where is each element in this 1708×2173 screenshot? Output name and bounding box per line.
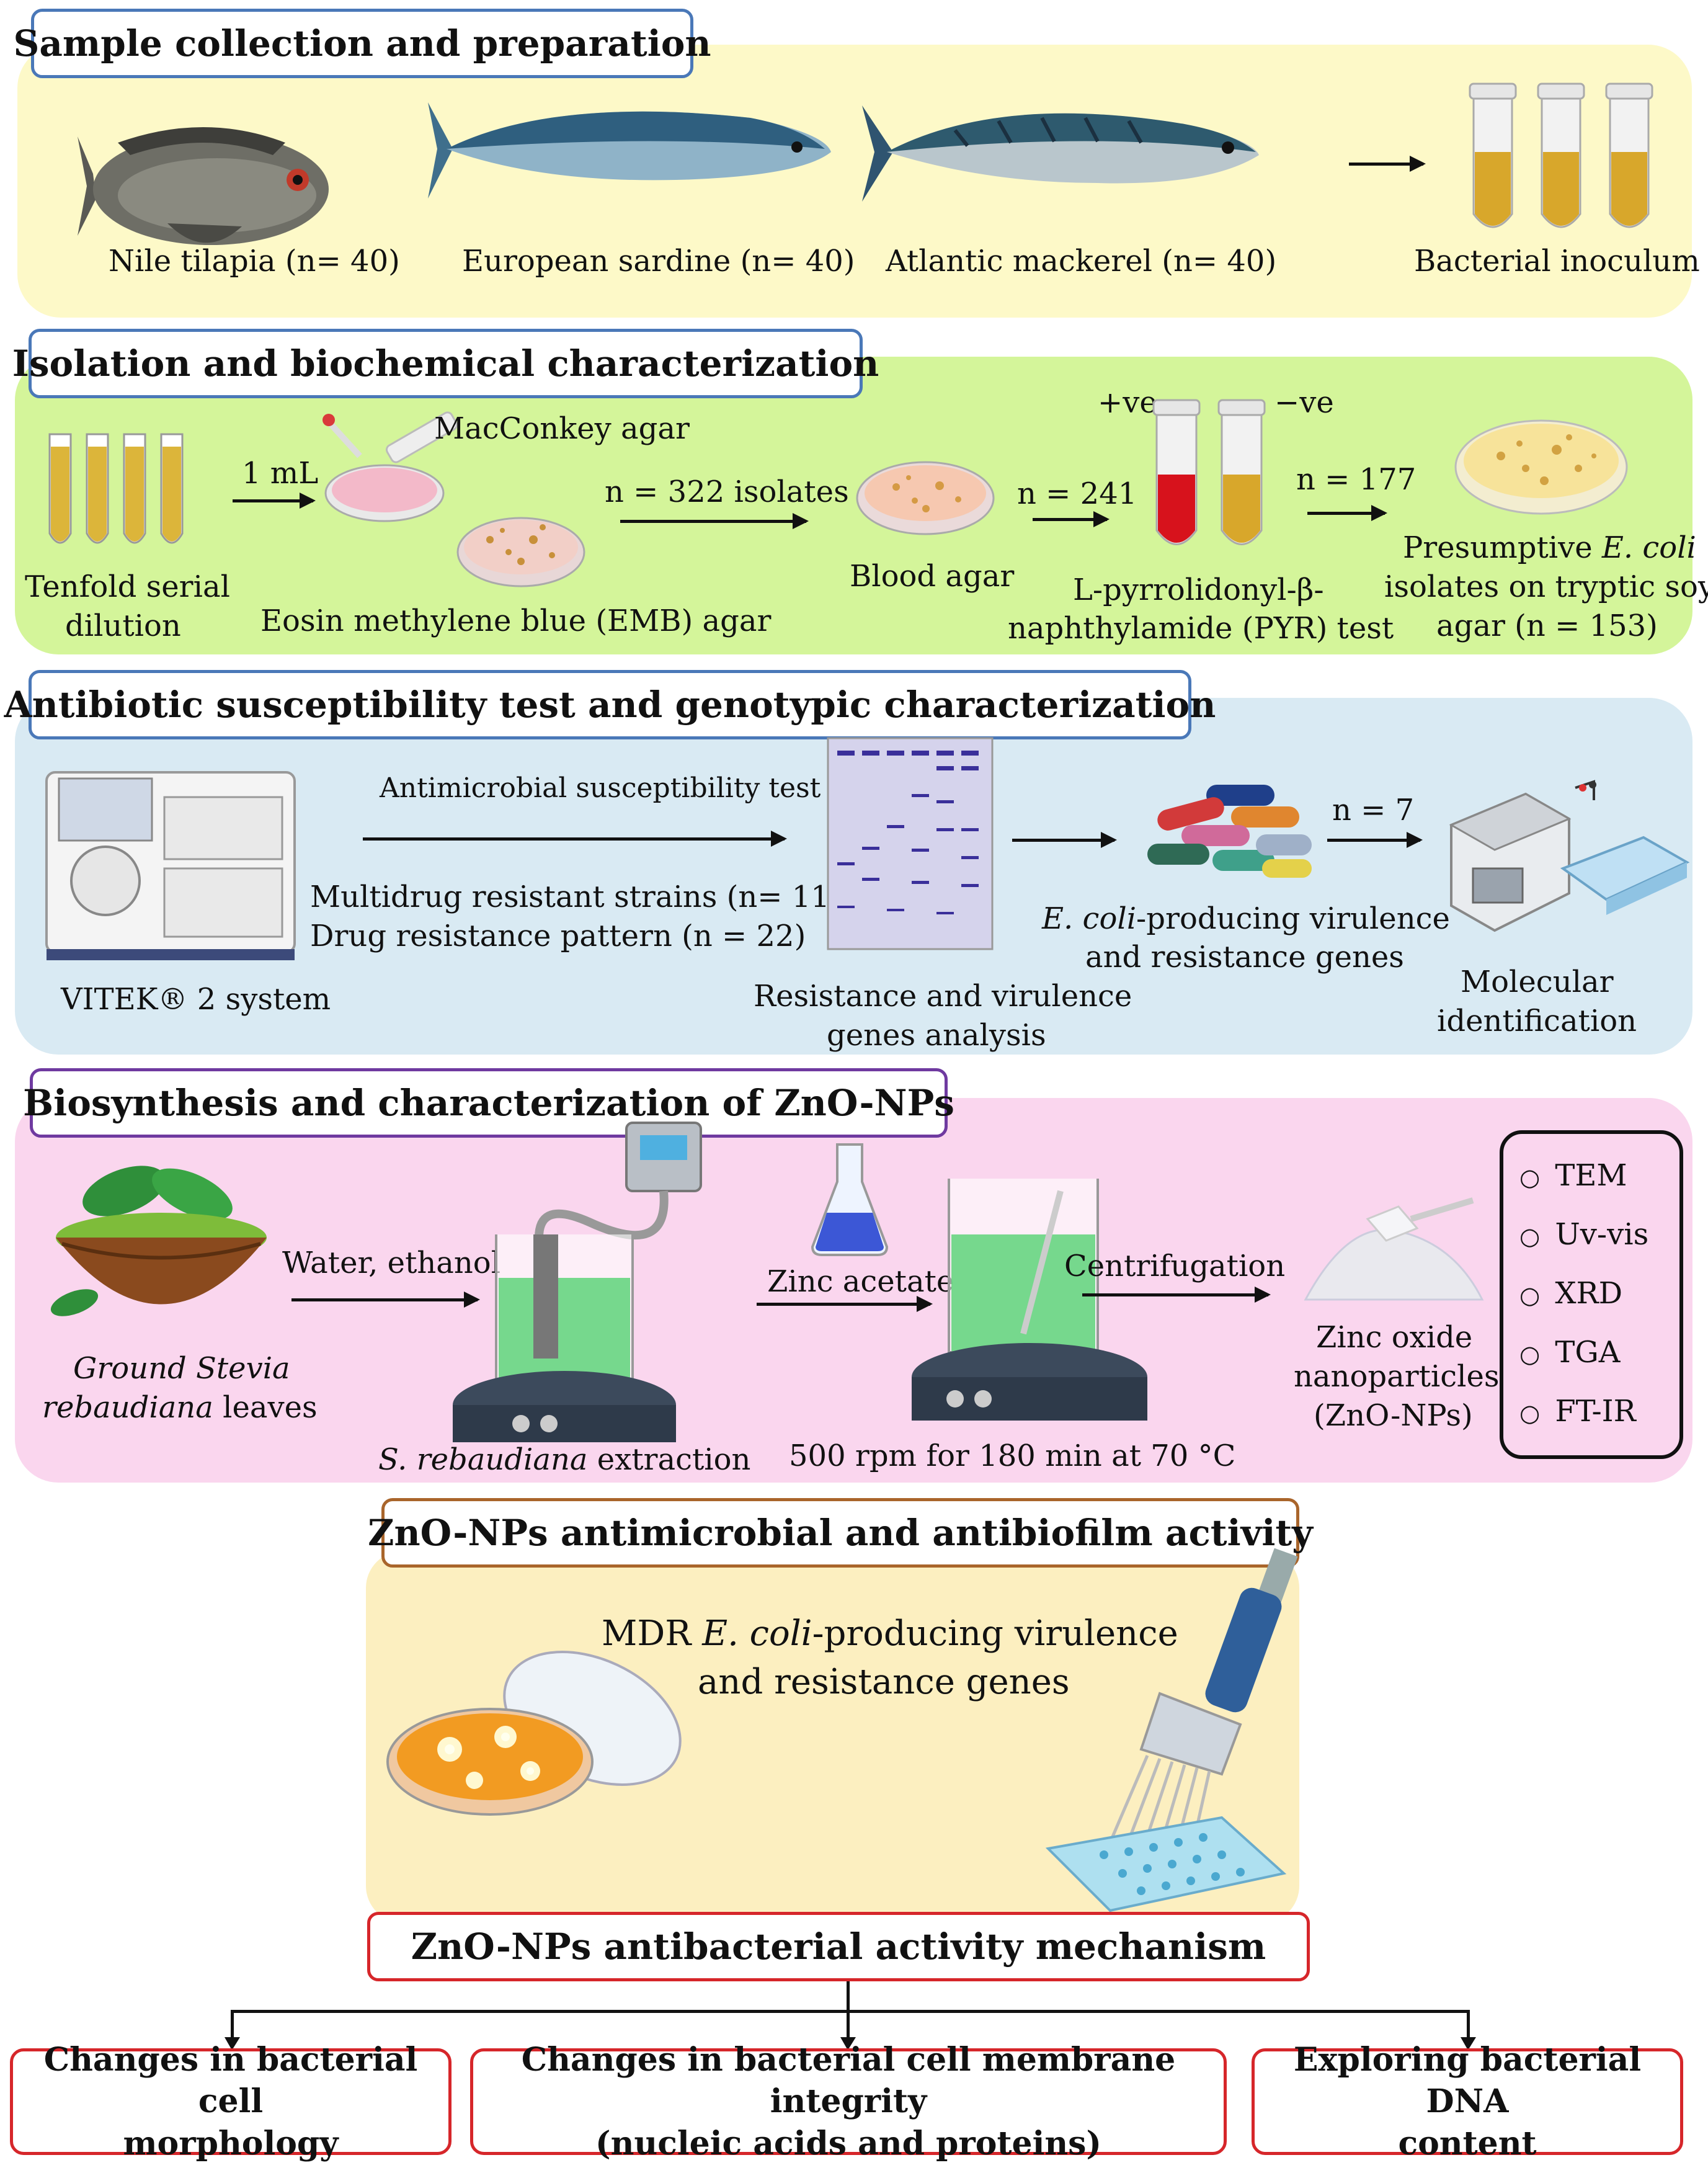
method-tem: ○ TEM <box>1519 1158 1627 1193</box>
arrow-to-presumptive <box>1307 505 1387 521</box>
label-macconkey: MacConkey agar <box>434 411 690 446</box>
petri-dish-icon <box>456 517 585 587</box>
section-title-isolation: Isolation and biochemical characterizati… <box>12 329 879 398</box>
section-title-antibiotic: Antibiotic susceptibility test and genot… <box>4 670 1216 739</box>
petri-dish-icon <box>322 411 458 522</box>
arrow-to-zno <box>1082 1287 1271 1303</box>
label-presumptive-3: agar (n = 153) <box>1436 609 1658 643</box>
label-blood-agar: Blood agar <box>850 559 1015 594</box>
powder-icon <box>1304 1197 1484 1301</box>
tree-connector-mid <box>847 2010 850 2041</box>
label-presumptive-2: isolates on tryptic soy <box>1384 569 1708 604</box>
arrow-to-bacteria <box>1012 832 1117 848</box>
label-n7: n = 7 <box>1332 793 1415 828</box>
label-neg: −ve <box>1274 385 1334 420</box>
tree-connector-left <box>231 2010 234 2041</box>
label-n322: n = 322 isolates <box>605 475 849 509</box>
label-ecoli-genes-1: E. coli-producing virulence <box>1042 901 1450 936</box>
label-zno-3: (ZnO-NPs) <box>1314 1398 1473 1433</box>
tree-connector-stem <box>847 1981 850 2012</box>
label-pyr-1: L-pyrrolidonyl-β- <box>1073 573 1324 607</box>
label-gel-1: Resistance and virulence <box>754 979 1132 1014</box>
label-mdr-ecoli-2: and resistance genes <box>698 1662 1070 1702</box>
label-mdr: Multidrug resistant strains (n= 119) <box>310 880 861 914</box>
section-title-mechanism: ZnO-NPs antibacterial activity mechanism <box>367 1912 1310 1981</box>
petri-dish-icon <box>856 461 995 535</box>
arrow-fish-to-inoculum <box>1349 156 1426 172</box>
pcr-machine-icon <box>1449 780 1690 932</box>
vitek-icon <box>45 771 296 960</box>
label-molecular-1: Molecular <box>1461 965 1614 999</box>
label-presumptive-1: Presumptive E. coli <box>1403 530 1696 565</box>
label-n241: n = 241 <box>1017 476 1137 511</box>
tree-connector-right <box>1467 2010 1470 2041</box>
stirrer-icon <box>453 1122 702 1442</box>
tube-icon <box>48 433 184 544</box>
tree-connector-bar <box>231 2010 1470 2013</box>
bacteria-icon <box>1147 785 1312 878</box>
flask-icon <box>811 1143 889 1256</box>
arrow-dilution-to-agar <box>233 493 316 509</box>
method-uvvis: ○ Uv-vis <box>1519 1217 1649 1252</box>
label-1ml: 1 mL <box>242 456 319 491</box>
characterization-methods-box <box>1500 1130 1683 1459</box>
section-title-sample: Sample collection and preparation <box>13 9 711 78</box>
label-n177: n = 177 <box>1296 462 1417 497</box>
stirrer-icon <box>912 1179 1147 1421</box>
label-molecular-2: identification <box>1437 1004 1637 1038</box>
label-gel-2: genes analysis <box>827 1018 1046 1053</box>
arrow-to-blood-agar <box>620 513 809 529</box>
arrow-ast <box>363 831 787 847</box>
tilapia-icon <box>78 127 329 245</box>
mackerel-icon <box>862 105 1259 202</box>
label-stevia-1: Ground Stevia <box>73 1351 290 1386</box>
label-mdr-ecoli-1: MDR E. coli-producing virulence <box>602 1613 1178 1654</box>
sardine-icon <box>428 102 831 199</box>
label-tenfold-1: Tenfold serial <box>25 569 230 604</box>
arrow-to-pcr <box>1327 832 1423 848</box>
arrow-to-extraction <box>291 1292 480 1308</box>
section-isolation <box>15 357 1692 654</box>
petri-dish-icon <box>386 1651 682 1816</box>
label-extraction: S. rebaudiana extraction <box>378 1442 751 1477</box>
label-vitek: VITEK® 2 system <box>61 982 331 1017</box>
pipette-icon <box>1045 1548 1298 1912</box>
label-pyr-2: naphthylamide (PYR) test <box>1008 611 1394 646</box>
tube-icon <box>1469 83 1653 228</box>
method-tga: ○ TGA <box>1519 1335 1621 1370</box>
label-emb-agar: Eosin methylene blue (EMB) agar <box>260 604 772 638</box>
label-solvent: Water, ethanol <box>282 1246 501 1280</box>
label-zinc-acetate: Zinc acetate <box>767 1264 954 1299</box>
label-ast: Antimicrobial susceptibility test <box>380 772 821 804</box>
label-nile-tilapia: Nile tilapia (n= 40) <box>109 244 400 279</box>
tube-icon <box>1152 399 1266 545</box>
section-title-antimicrobial: ZnO-NPs antimicrobial and antibiofilm ac… <box>368 1498 1313 1568</box>
label-stevia-2: rebaudiana leaves <box>42 1390 318 1425</box>
label-tenfold-2: dilution <box>65 609 181 643</box>
arrow-to-pyr <box>1033 511 1110 527</box>
section-title-biosynthesis: Biosynthesis and characterization of ZnO… <box>23 1068 954 1138</box>
stevia-bowl-icon <box>50 1166 267 1316</box>
label-pattern: Drug resistance pattern (n = 22) <box>310 919 806 953</box>
label-bacterial-inoculum: Bacterial inoculum <box>1414 244 1700 279</box>
arrow-to-stirring <box>757 1296 933 1312</box>
label-atlantic-mackerel: Atlantic mackerel (n= 40) <box>886 244 1277 279</box>
gel-icon <box>827 737 994 950</box>
label-zno-1: Zinc oxide <box>1316 1320 1473 1355</box>
mechanism-box-membrane: Changes in bacterial cell membrane integ… <box>470 2041 1227 2162</box>
label-centrifugation: Centrifugation <box>1064 1249 1286 1283</box>
method-xrd: ○ XRD <box>1519 1276 1623 1311</box>
method-ftir: ○ FT-IR <box>1519 1394 1636 1429</box>
label-ecoli-genes-2: and resistance genes <box>1085 940 1404 975</box>
petri-dish-icon <box>1454 419 1628 515</box>
label-european-sardine: European sardine (n= 40) <box>462 244 855 279</box>
label-rpm: 500 rpm for 180 min at 70 °C <box>789 1439 1236 1473</box>
label-zno-2: nanoparticles <box>1294 1359 1500 1394</box>
label-pos: +ve <box>1098 385 1157 420</box>
